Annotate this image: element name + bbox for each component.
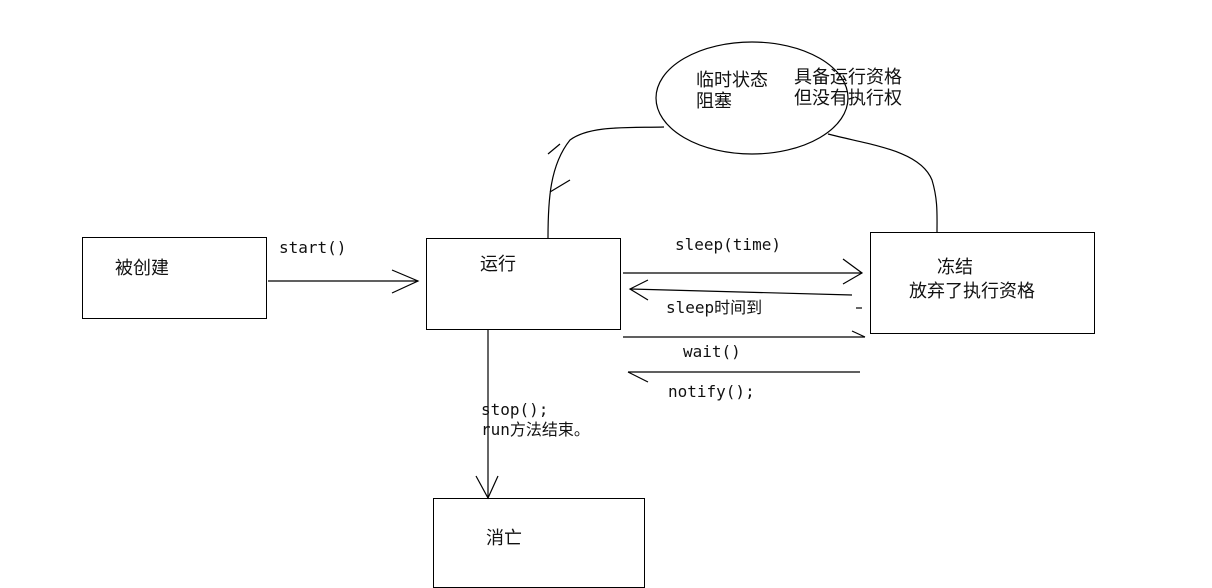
wait-arrow-tick bbox=[851, 330, 866, 338]
frozen-title: 冻结 bbox=[937, 257, 973, 278]
sleep-end-label: sleep时间到 bbox=[666, 298, 763, 317]
notify-label: notify(); bbox=[668, 382, 755, 401]
dead-label: 消亡 bbox=[486, 528, 522, 549]
sleep-arrow-head bbox=[842, 258, 864, 285]
blocked-to-frozen-curve bbox=[827, 133, 938, 233]
blocked-line1: 临时状态 bbox=[696, 70, 768, 91]
blocked-note2: 但没有执行权 bbox=[794, 88, 902, 109]
sleep-label: sleep(time) bbox=[675, 235, 781, 254]
running-to-blocked-curve bbox=[547, 126, 665, 239]
dead-box bbox=[433, 498, 645, 588]
sleep-end-arrow-line bbox=[629, 288, 853, 296]
blocked-line2: 阻塞 bbox=[696, 91, 732, 112]
running-to-blocked-tick2 bbox=[549, 179, 571, 193]
wait-label: wait() bbox=[683, 342, 741, 361]
stop-label-line2: run方法结束。 bbox=[481, 420, 590, 439]
state-diagram-lines bbox=[268, 41, 938, 500]
notify-arrow-tick bbox=[627, 371, 649, 383]
running-to-blocked-tick1 bbox=[547, 143, 561, 155]
stop-arrow-head bbox=[475, 475, 499, 500]
running-label: 运行 bbox=[480, 254, 516, 275]
running-box bbox=[426, 238, 621, 330]
blocked-state-ellipse bbox=[655, 41, 849, 155]
frozen-box bbox=[870, 232, 1095, 334]
blocked-note1: 具备运行资格 bbox=[794, 67, 902, 88]
stop-label-line1: stop(); bbox=[481, 400, 549, 419]
frozen-desc: 放弃了执行资格 bbox=[909, 281, 1035, 302]
created-label: 被创建 bbox=[115, 258, 169, 279]
sleep-end-arrow-head bbox=[628, 279, 649, 301]
start-label: start() bbox=[279, 238, 347, 257]
created-box bbox=[82, 237, 267, 319]
start-arrow-head bbox=[391, 269, 420, 294]
